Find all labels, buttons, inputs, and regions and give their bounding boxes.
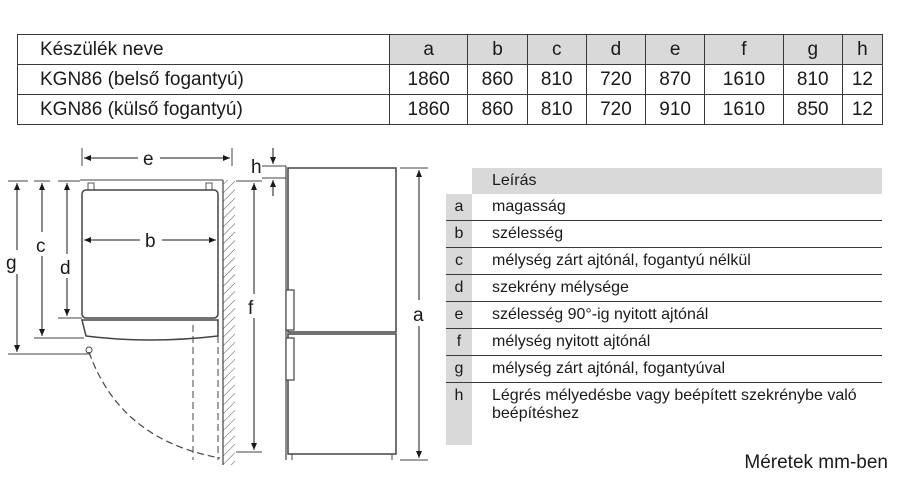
dimensions-table: Készülék neve a b c d e f g h KGN86 (bel… [17, 34, 884, 125]
table-cell: 810 [526, 64, 587, 95]
legend-text: mélység zárt ajtónál, fogantyú nélkül [492, 252, 751, 269]
label-f: f [248, 298, 254, 319]
table-cell: 860 [467, 64, 528, 95]
legend-row: h Légrés mélyedésbe vagy beépített szekr… [446, 383, 882, 445]
legend-header: Leírás [446, 168, 882, 194]
table-cell: 910 [645, 94, 706, 125]
dimension-g: g [6, 180, 90, 355]
label-b: b [145, 231, 156, 252]
table-header-col: a [388, 34, 469, 65]
legend-text: szélesség 90°-ig nyitott ajtónál [492, 306, 709, 323]
legend-row: a magasság [446, 194, 882, 221]
table-cell: 1860 [388, 94, 469, 125]
table-header-col: f [704, 34, 784, 65]
table-cell: 12 [841, 64, 884, 95]
legend-key: d [446, 275, 472, 301]
legend-key: h [446, 383, 472, 445]
wall [80, 179, 235, 465]
legend-text: magasság [492, 198, 566, 215]
table-header-row: Készülék neve a b c d e f g h [17, 34, 884, 65]
table-header-col: c [526, 34, 587, 65]
legend-key: a [446, 194, 472, 220]
legend-row: e szélesség 90°-ig nyitott ajtónál [446, 302, 882, 329]
legend-row: c mélység zárt ajtónál, fogantyú nélkül [446, 248, 882, 275]
fridge-front-view [285, 166, 397, 460]
legend-row: b szélesség [446, 221, 882, 248]
dimension-b: b [84, 231, 216, 252]
upper-handle [285, 289, 295, 331]
table-cell: 1860 [388, 64, 469, 95]
fridge-dimension-drawing: e b g c d h [6, 148, 428, 465]
table-header-name: Készülék neve [17, 34, 390, 65]
label-h: h [251, 157, 262, 178]
dimension-h: h [251, 148, 286, 196]
label-g: g [6, 253, 17, 274]
legend-text: mélység zárt ajtónál, fogantyúval [492, 360, 726, 377]
legend-row: f mélység nyitott ajtónál [446, 329, 882, 356]
units-note: Méretek mm-ben [744, 452, 888, 473]
legend-row: d szekrény mélysége [446, 275, 882, 302]
legend-text: szélesség [492, 225, 564, 242]
dimension-f: f [236, 180, 262, 453]
table-header-col: b [467, 34, 528, 65]
table-cell-name: KGN86 (külső fogantyú) [17, 94, 390, 125]
table-cell: 870 [645, 64, 706, 95]
table-header-col: e [645, 34, 706, 65]
dimension-a: a [400, 167, 428, 461]
legend-header-title: Leírás [472, 168, 882, 194]
table-cell: 860 [467, 94, 528, 125]
table-cell: 720 [585, 94, 647, 125]
dimension-d: d [58, 180, 82, 319]
legend-key: e [446, 302, 472, 328]
fridge-top-view [81, 182, 221, 460]
table-cell: 850 [782, 94, 843, 125]
table-header-col: h [841, 34, 884, 65]
label-d: d [60, 258, 71, 279]
legend-table: Leírás a magasság b szélesség c mélység … [446, 168, 882, 445]
legend-text: Légrés mélyedésbe vagy beépített szekrén… [492, 387, 857, 422]
table-row: KGN86 (külső fogantyú) 1860 860 810 720 … [17, 94, 884, 125]
legend-text: mélység nyitott ajtónál [492, 333, 651, 350]
legend-text: szekrény mélysége [492, 279, 629, 296]
lower-handle [285, 337, 295, 381]
legend-key: g [446, 356, 472, 382]
table-row: KGN86 (belső fogantyú) 1860 860 810 720 … [17, 64, 884, 95]
table-cell: 1610 [704, 94, 784, 125]
legend-row: g mélység zárt ajtónál, fogantyúval [446, 356, 882, 383]
dimension-c: c [34, 180, 84, 339]
dimension-e: e [81, 148, 233, 170]
legend-key: f [446, 329, 472, 355]
table-cell: 1610 [704, 64, 784, 95]
legend-key: c [446, 248, 472, 274]
table-cell: 810 [782, 64, 843, 95]
table-cell: 12 [841, 94, 884, 125]
table-cell: 810 [526, 94, 587, 125]
table-cell-name: KGN86 (belső fogantyú) [17, 64, 390, 95]
table-cell: 720 [585, 64, 647, 95]
label-e: e [143, 149, 154, 170]
table-header-col: d [585, 34, 647, 65]
label-a: a [413, 305, 424, 326]
table-header-col: g [782, 34, 843, 65]
label-c: c [36, 236, 46, 257]
legend-key: b [446, 221, 472, 247]
